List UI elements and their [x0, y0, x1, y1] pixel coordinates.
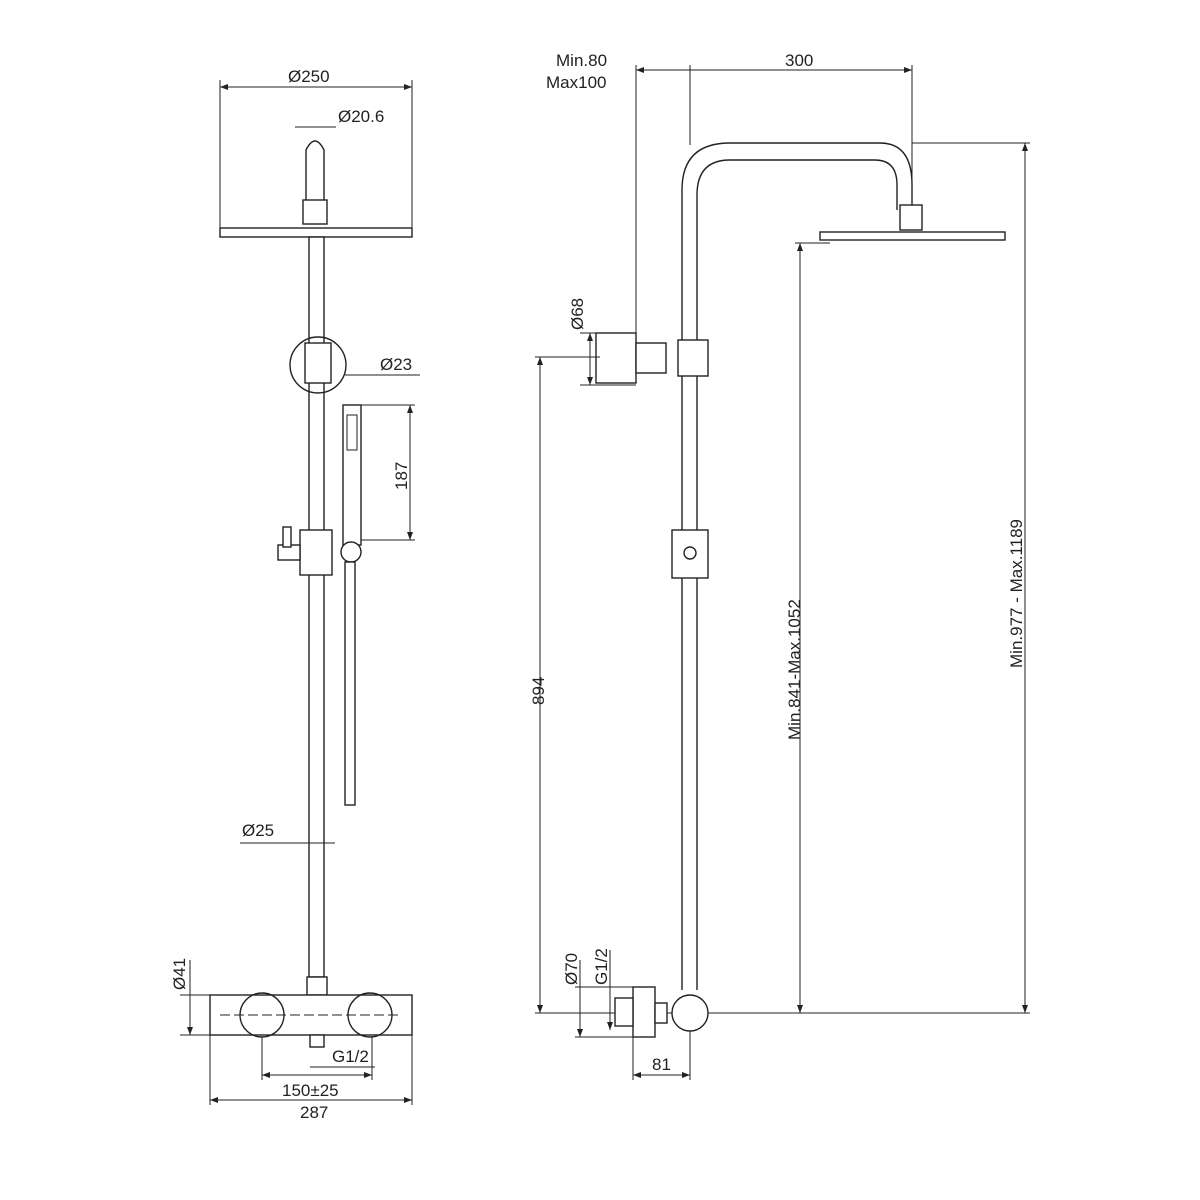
max-offset-label: Max100 — [546, 73, 606, 92]
riser-diameter-label: Ø25 — [242, 821, 274, 840]
bracket-diameter-label: Ø68 — [568, 298, 587, 330]
hand-shower-length-label: 187 — [392, 462, 411, 490]
shower-head — [219, 227, 413, 238]
bracket-height-label: 894 — [529, 677, 548, 705]
inlet-thread-label: G1/2 — [592, 948, 611, 985]
valve-width-label: 287 — [300, 1103, 328, 1122]
min-offset-label: Min.80 — [556, 51, 607, 70]
wall-bracket — [289, 336, 347, 394]
side-wall-bracket — [595, 332, 637, 384]
front-view: Ø250 Ø20.6 Ø23 187 Ø25 Ø41 G1/2 — [170, 67, 420, 1122]
valve-depth-label: 81 — [652, 1055, 671, 1074]
arm-diameter-label: Ø20.6 — [338, 107, 384, 126]
hand-shower-diameter-label: Ø23 — [380, 355, 412, 374]
overall-height-label: Min.977 - Max.1189 — [1007, 519, 1026, 668]
arm-length-label: 300 — [785, 51, 813, 70]
head-diameter-label: Ø250 — [288, 67, 330, 86]
hand-shower — [342, 404, 362, 546]
hose — [344, 561, 356, 806]
valve-diameter-label: Ø41 — [170, 958, 189, 990]
side-valve-diameter-label: Ø70 — [562, 953, 581, 985]
side-valve — [632, 986, 656, 1038]
side-view: Min.80 Max100 300 Ø68 894 Min.841-Max.10… — [529, 51, 1030, 1080]
side-shower-head — [819, 231, 1006, 241]
outlet-thread-label: G1/2 — [332, 1047, 369, 1066]
centers-label: 150±25 — [282, 1081, 339, 1100]
head-height-label: Min.841-Max.1052 — [785, 599, 804, 740]
slider — [299, 529, 333, 576]
